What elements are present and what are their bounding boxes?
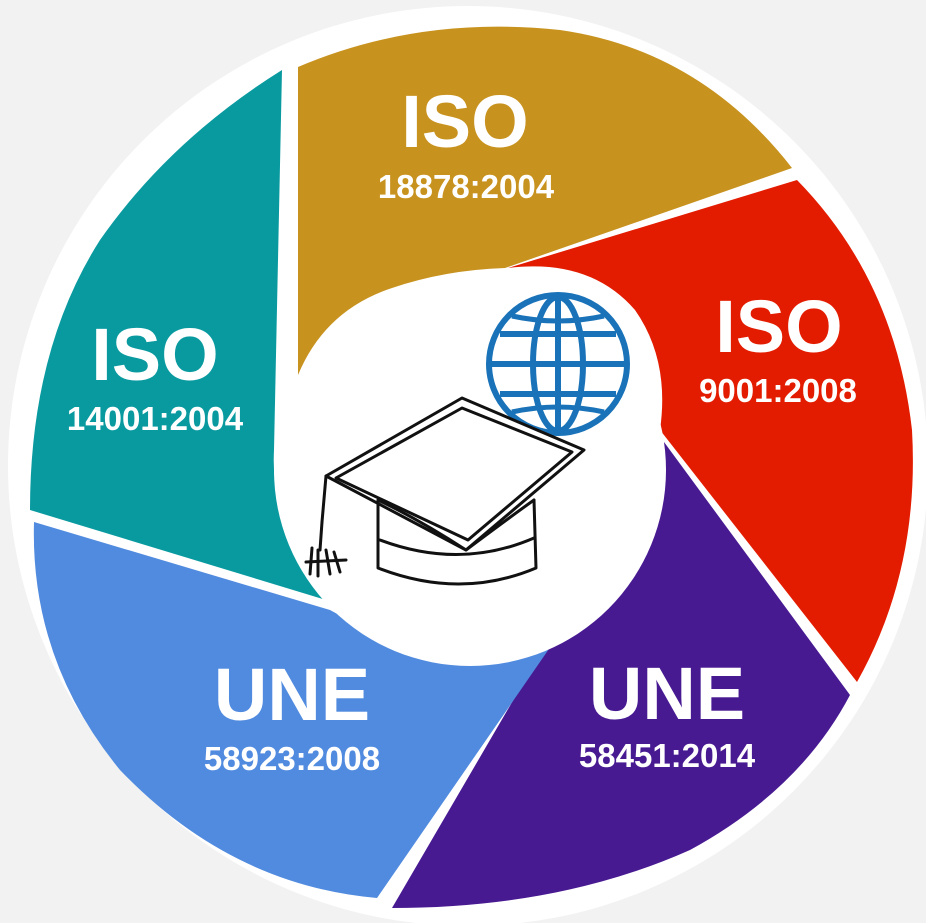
segment-shape [298, 26, 792, 376]
globe-icon [486, 292, 630, 436]
segment-une-58451 [392, 442, 850, 908]
segment-une-58923 [33, 522, 552, 898]
segment-code-label: UNE [589, 652, 745, 735]
segment-number-label: 58451:2014 [579, 737, 756, 774]
segment-shape [33, 522, 552, 898]
segment-code-label: ISO [401, 80, 528, 163]
segment-code-label: UNE [214, 653, 370, 736]
segment-code-label: ISO [91, 313, 218, 396]
segment-number-label: 9001:2008 [699, 372, 857, 409]
graduation-cap-icon [304, 396, 586, 586]
segment-number-label: 58923:2008 [204, 740, 380, 777]
segment-iso-18878 [298, 26, 792, 376]
segment-iso-14001 [30, 70, 326, 600]
segment-number-label: 14001:2004 [67, 400, 244, 437]
segment-iso-9001 [508, 180, 913, 682]
segment-code-label: ISO [715, 285, 842, 368]
segment-shape [508, 180, 913, 682]
segment-shape [30, 70, 326, 600]
segment-number-label: 18878:2004 [378, 168, 555, 205]
segment-shape [392, 442, 850, 908]
